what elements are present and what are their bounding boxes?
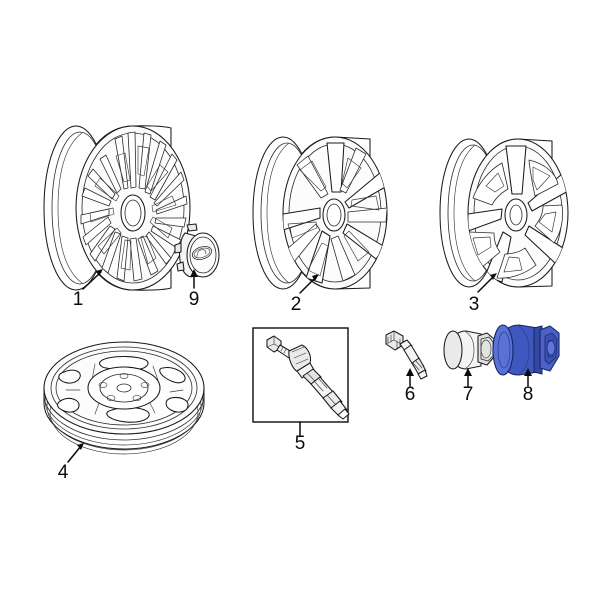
wheel-3-spokes	[468, 145, 568, 283]
callout-6-number: 6	[405, 384, 416, 405]
part-2-alloy-wheel-split-five-spoke[interactable]: 2	[252, 136, 388, 315]
wheel-4-vents	[56, 355, 189, 423]
callout-6-leader	[406, 368, 414, 387]
part-6-wheel-bolt[interactable]: 6	[385, 330, 428, 405]
callout-3-leader	[477, 273, 497, 293]
ford-oval-logo	[191, 246, 213, 260]
wheel-2-face	[282, 136, 388, 290]
wheel-4-hub	[87, 366, 161, 410]
callout-1-number: 1	[73, 289, 84, 310]
callout-2-leader	[299, 274, 319, 294]
wheel-1-face	[75, 125, 191, 291]
callout-5-number: 5	[295, 433, 306, 454]
wheel-1-spokes	[80, 131, 188, 282]
part-5-tpms-sensor[interactable]: 5	[252, 327, 350, 454]
wheel-3-face	[467, 138, 569, 288]
callout-8-leader	[524, 368, 532, 387]
part-7-lug-nut[interactable]: 7	[443, 330, 495, 405]
callout-1-leader	[82, 269, 103, 290]
callout-7-number: 7	[463, 384, 474, 405]
wheel-2-spokes	[283, 142, 387, 284]
callout-2-number: 2	[291, 294, 302, 315]
part-4-steel-wheel[interactable]: 4	[43, 341, 205, 483]
callout-3-number: 3	[469, 294, 480, 315]
callout-7-leader	[464, 368, 472, 387]
part-3-alloy-wheel-five-spoke[interactable]: 3	[439, 138, 570, 315]
part-1-alloy-wheel-multi-spoke[interactable]: 1	[43, 125, 191, 310]
tpms-sensor-drawing	[266, 335, 350, 420]
callout-4-leader	[67, 443, 84, 463]
callout-9-leader	[190, 269, 198, 289]
part-8-wheel-lock-nut-highlighted[interactable]: 8	[492, 324, 560, 405]
callout-8-number: 8	[523, 384, 534, 405]
callout-9-number: 9	[189, 289, 200, 310]
part-9-center-cap[interactable]: 9	[174, 223, 220, 310]
callout-4-number: 4	[58, 462, 69, 483]
